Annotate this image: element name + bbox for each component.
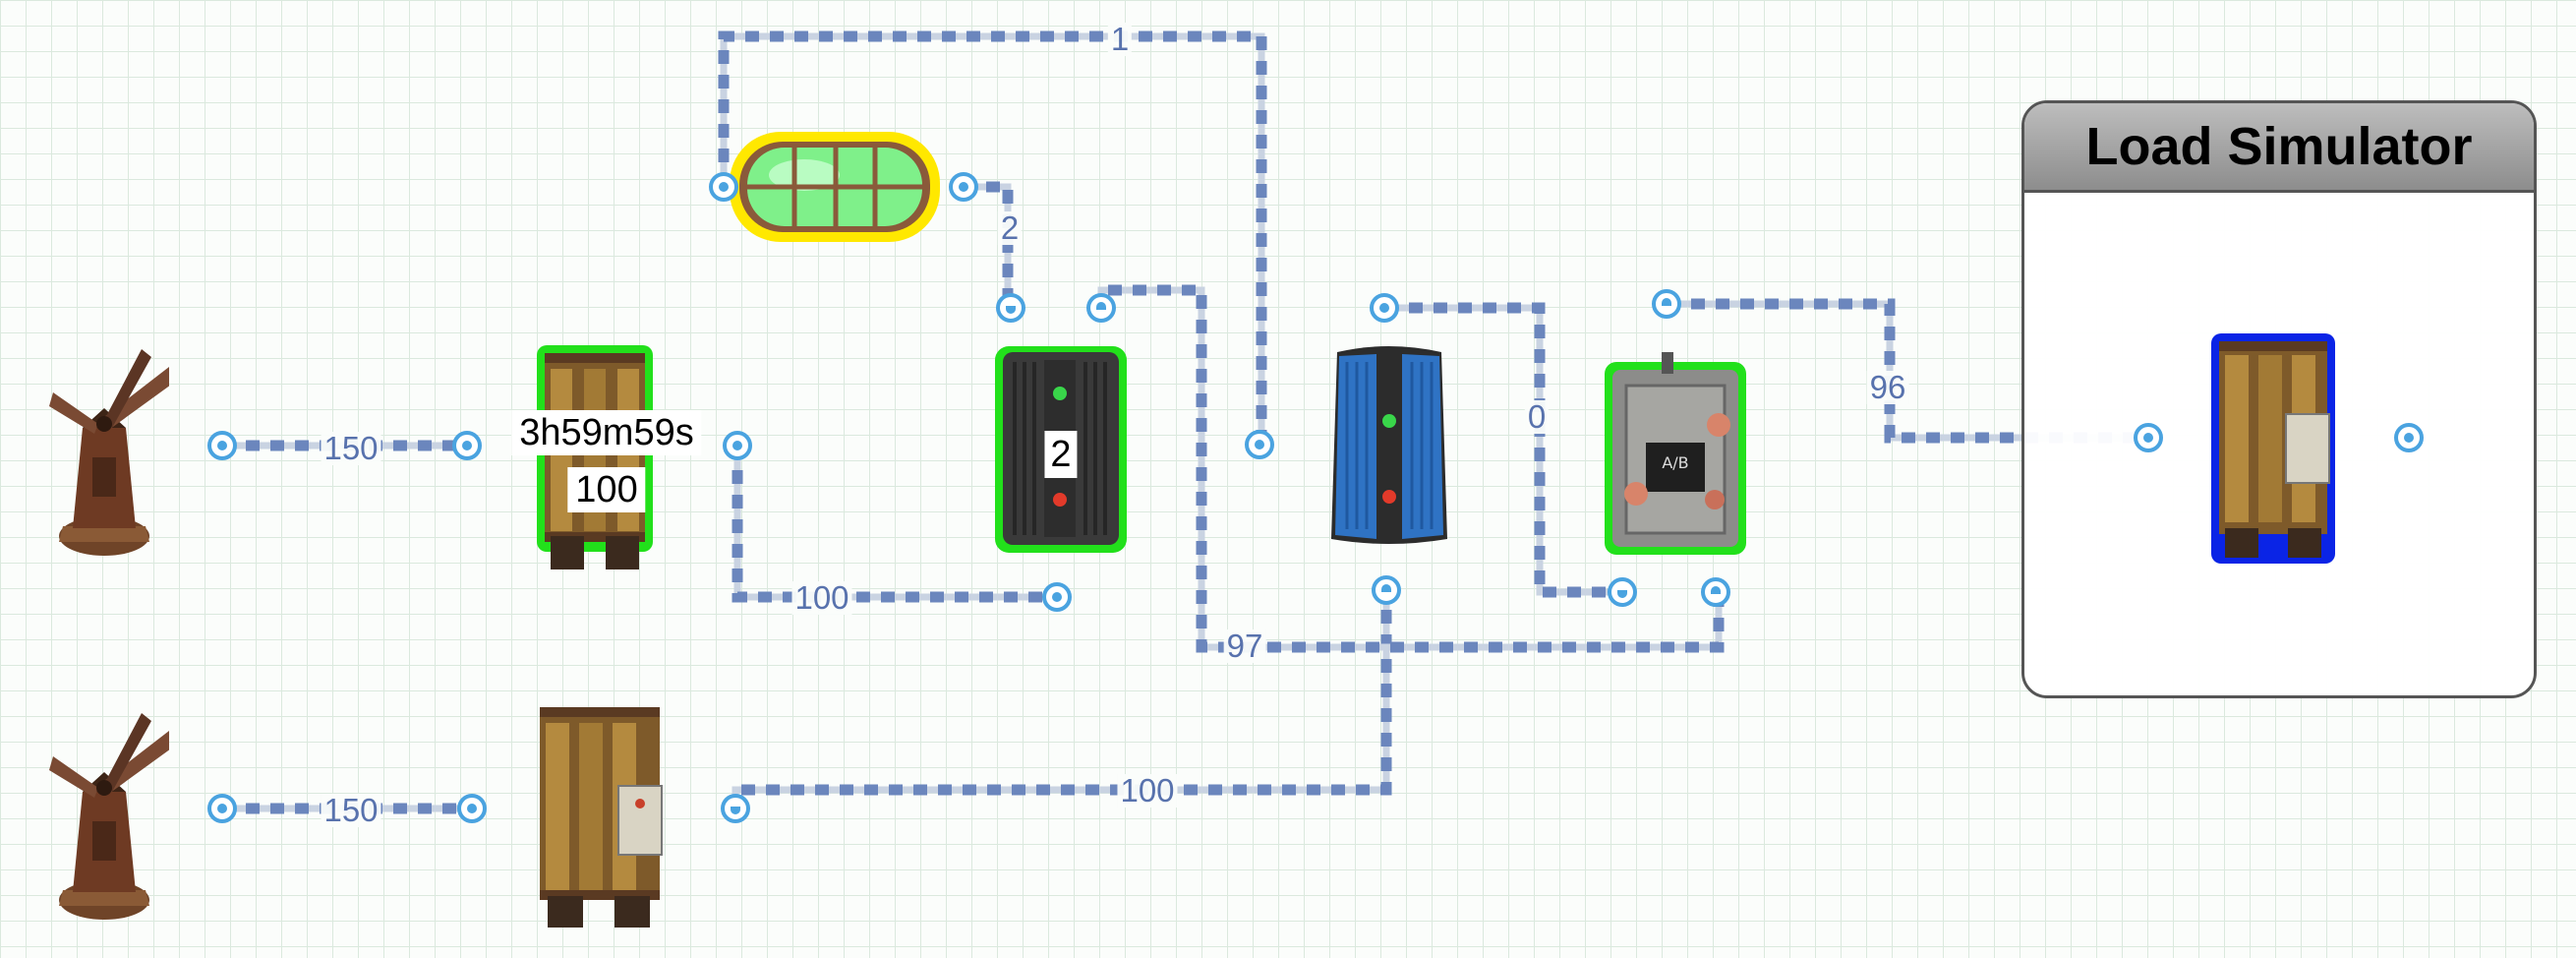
top-loop-port[interactable] xyxy=(1245,430,1274,459)
wire-label-1: 1 xyxy=(1107,23,1133,56)
ab-switch-icon[interactable]: A/B xyxy=(1601,346,1750,558)
wire-label-2: 2 xyxy=(997,211,1023,245)
wire-label-97: 97 xyxy=(1223,629,1266,663)
windmill1-output-port[interactable] xyxy=(207,431,237,460)
svg-text:A/B: A/B xyxy=(1662,453,1688,472)
windmill-icon[interactable] xyxy=(41,349,169,561)
battery-output-text: 100 xyxy=(567,467,646,512)
switch-output-port[interactable] xyxy=(1652,289,1681,319)
light-output-port[interactable] xyxy=(949,172,978,202)
windmill2-output-port[interactable] xyxy=(207,794,237,823)
load-simulator-title: Load Simulator xyxy=(2024,103,2534,193)
battery1-output-port[interactable] xyxy=(723,431,752,460)
wire-light-counter[interactable] xyxy=(962,181,1014,308)
wire-label-100-battery-counter: 100 xyxy=(791,581,852,615)
large-battery-icon[interactable] xyxy=(2207,329,2339,568)
wire-label-150-top: 150 xyxy=(321,432,381,465)
switch-input-a-port[interactable] xyxy=(1608,577,1637,607)
wire-battery1-counter[interactable] xyxy=(732,446,1057,603)
wire-label-96: 96 xyxy=(1866,371,1909,404)
wire-splitter-switch[interactable] xyxy=(1384,302,1622,598)
wire-battery2-splitter[interactable] xyxy=(730,585,1392,808)
electrical-splitter-icon[interactable] xyxy=(1325,342,1453,549)
counter-side-input-port[interactable] xyxy=(1042,582,1072,612)
large-battery-icon[interactable] xyxy=(531,339,659,575)
wire-label-100-battery2-splitter: 100 xyxy=(1117,774,1178,808)
wire-label-0: 0 xyxy=(1524,400,1550,434)
wire-label-150-bottom: 150 xyxy=(321,794,381,827)
load-battery-input-port[interactable] xyxy=(2134,423,2163,452)
load-battery-output-port[interactable] xyxy=(2394,423,2424,452)
counter-input-port[interactable] xyxy=(996,293,1025,323)
wire-top-loop[interactable] xyxy=(718,30,1267,443)
battery-timer-text: 3h59m59s xyxy=(511,410,702,455)
windmill-icon[interactable] xyxy=(41,713,169,925)
battery2-input-port[interactable] xyxy=(457,794,487,823)
battery2-output-port[interactable] xyxy=(721,794,750,823)
counter-value-text: 2 xyxy=(1044,431,1078,478)
ceiling-light-icon[interactable] xyxy=(726,126,944,254)
light-input-port[interactable] xyxy=(709,172,738,202)
splitter-input-port[interactable] xyxy=(1372,575,1401,605)
large-battery-icon[interactable] xyxy=(536,703,669,929)
counter-output-port[interactable] xyxy=(1086,293,1116,323)
splitter-output-port[interactable] xyxy=(1370,293,1399,323)
battery1-input-port[interactable] xyxy=(452,431,482,460)
switch-input-b-port[interactable] xyxy=(1701,577,1730,607)
